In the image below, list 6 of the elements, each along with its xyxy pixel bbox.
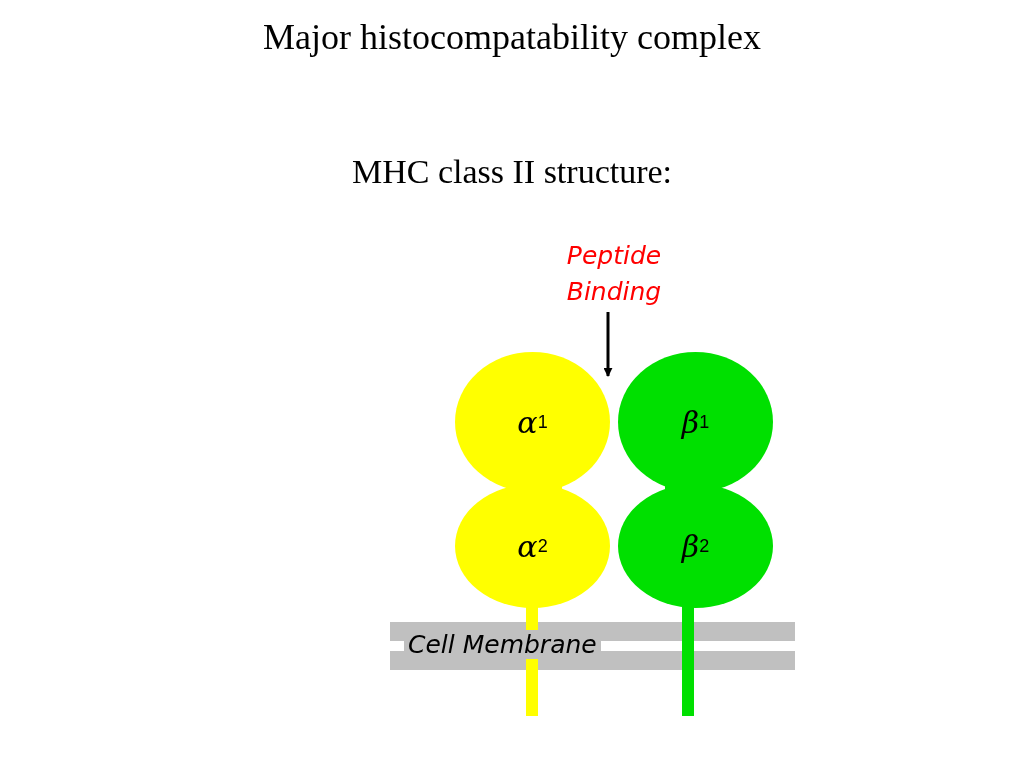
membrane-label: Cell Membrane bbox=[404, 630, 601, 659]
leader-arrow bbox=[603, 312, 613, 377]
annotation-text: Peptide Binding bbox=[539, 238, 689, 310]
subtitle: MHC class II structure: bbox=[350, 153, 674, 191]
title: Major histocompatability complex bbox=[262, 16, 762, 58]
membrane-band bbox=[390, 622, 795, 670]
